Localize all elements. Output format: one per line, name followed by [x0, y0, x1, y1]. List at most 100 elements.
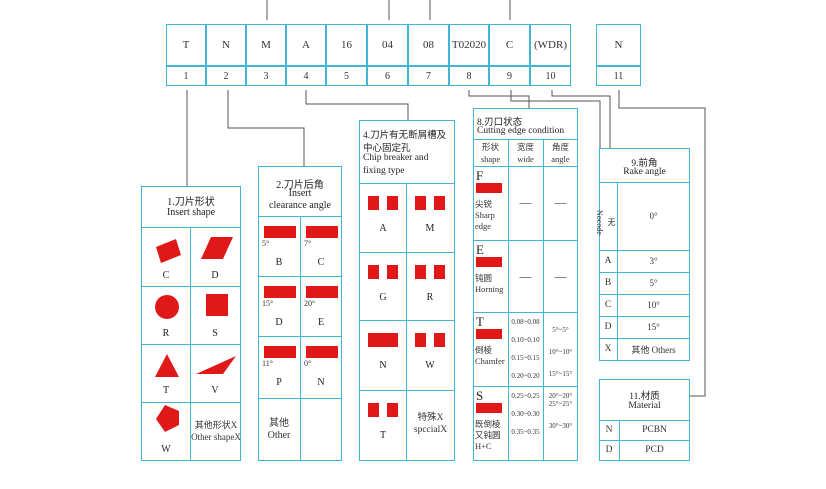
- index-cell-10: 10: [530, 66, 571, 86]
- edge-angle-value: 30°~30°: [548, 422, 573, 430]
- clearance-label-C: C: [317, 257, 325, 268]
- shape-t-label: T: [162, 385, 170, 396]
- shape-c-icon: [156, 239, 181, 263]
- edge-wide-value: 0.30~0.30: [511, 410, 540, 418]
- shape-d-icon: [201, 237, 233, 259]
- clearance-insert-icon: [264, 226, 296, 238]
- chip-label-R: R: [426, 292, 434, 303]
- clearance-label-P: P: [276, 377, 282, 388]
- code-cell-7: 08: [408, 24, 449, 66]
- clearance-angle-C: 7°: [304, 239, 312, 248]
- edge-wide-E: —: [519, 269, 532, 283]
- clearance-insert-icon: [306, 346, 338, 358]
- chip-insert-icon: [368, 333, 398, 347]
- code-cell-8: T02020: [449, 24, 489, 66]
- edge-angle-F: —: [554, 195, 567, 209]
- clearance-insert-icon: [264, 286, 296, 298]
- edge-angle-value: 5°~5°: [552, 326, 569, 334]
- edge-insert-icon: [476, 329, 502, 339]
- edge-wide-value: 0.35~0.35: [511, 428, 540, 436]
- material-key-1: D: [605, 445, 613, 455]
- index-cell-9: 9: [489, 66, 530, 86]
- edge-cn-F: 尖锐: [475, 199, 493, 209]
- insert-shape-panel: [141, 186, 241, 461]
- clearance-angle-P: 11°: [262, 359, 273, 368]
- rake-val-2: 5°: [649, 278, 658, 288]
- code-cell-3: M: [246, 24, 286, 66]
- clearance-angle-E: 20°: [304, 299, 316, 308]
- edge-angle-value: 25°~25°: [548, 400, 573, 408]
- rake-key-5: X: [604, 344, 612, 354]
- chip-label-W: W: [425, 360, 435, 371]
- code-cell-1: T: [166, 24, 206, 66]
- index-cell-1: 1: [166, 66, 206, 86]
- rake-val-0: 0°: [649, 211, 658, 221]
- chip-title-en1: Chip breaker and: [363, 153, 429, 163]
- shape-t-icon: [155, 354, 179, 377]
- edge-letter-E: E: [476, 242, 484, 257]
- code-cell-9: C: [489, 24, 530, 66]
- shape-r-icon: [155, 295, 179, 319]
- rake-val-5: 其他 Others: [631, 344, 676, 355]
- material-title-cn: 11.材质: [629, 392, 660, 402]
- rake-val-3: 10°: [647, 300, 660, 310]
- cutting-edge-title-cn: 8.刃口状态: [477, 118, 523, 128]
- code-cell-4: A: [286, 24, 326, 66]
- edge-wide-value: 0.20~0.20: [511, 372, 540, 380]
- rake-val-1: 3°: [649, 256, 658, 266]
- clearance-insert-icon: [306, 286, 338, 298]
- index-cell-4: 4: [286, 66, 326, 86]
- edge-en2-F: edge: [475, 221, 492, 231]
- index-cell-11: 11: [596, 66, 641, 86]
- chip-special-label: 特殊X spccialX: [413, 413, 448, 435]
- shape-other-label: 其他形状X Other shapeX: [191, 420, 241, 442]
- cutting-edge-title-en: Cutting edge condition: [477, 126, 565, 136]
- chip-hole-icon: [426, 196, 434, 210]
- shape-v-icon: [196, 356, 236, 374]
- rake-key-2: B: [604, 278, 612, 288]
- rake-title-cn: 9.前角: [631, 159, 658, 169]
- shape-v-label: V: [211, 385, 219, 396]
- index-cell-3: 3: [246, 66, 286, 86]
- edge-insert-icon: [476, 403, 502, 413]
- index-cell-7: 7: [408, 66, 449, 86]
- material-title-en: Material: [628, 401, 661, 411]
- clearance-angle-B: 5°: [262, 239, 270, 248]
- insert-shape-title-cn: 1.刀片形状: [167, 197, 215, 208]
- edge-angle-value: 20°~20°: [548, 392, 573, 400]
- chip-hole-icon: [379, 403, 387, 417]
- edge-en1-F: Sharp: [475, 210, 495, 220]
- rake-key-1: A: [604, 256, 612, 266]
- shape-s-icon: [206, 294, 228, 316]
- material-val-0: PCBN: [642, 425, 667, 435]
- rake-key-0: 无 Nocode: [595, 209, 616, 235]
- edge-wide-F: —: [519, 195, 532, 209]
- shape-d-label: D: [211, 270, 219, 281]
- edge-letter-S: S: [476, 388, 484, 403]
- rake-key-4: D: [604, 322, 612, 332]
- edge-wide-value: 0.25~0.25: [511, 392, 540, 400]
- edge-angle-value: 10°~10°: [548, 348, 573, 356]
- index-cell-2: 2: [206, 66, 246, 86]
- shape-r-label: R: [162, 328, 170, 339]
- edge-insert-icon: [476, 183, 502, 193]
- chip-title-cn1: 4.刀片有无断屑槽及: [363, 131, 447, 141]
- rake-val-4: 15°: [647, 322, 660, 332]
- index-cell-5: 5: [326, 66, 367, 86]
- index-cell-8: 8: [449, 66, 489, 86]
- insert-shapes: [155, 237, 236, 432]
- code-cell-10: (WDR): [530, 24, 571, 66]
- edge-en1-S: 又钝圆: [475, 430, 501, 440]
- chip-hole-icon: [379, 196, 387, 210]
- shape-w-icon: [156, 405, 179, 432]
- chip-title-cn2: 中心固定孔: [363, 144, 411, 154]
- clearance-title-cn: 2.刀片后角: [276, 180, 324, 191]
- shape-c-label: C: [162, 270, 170, 281]
- edge-angle-E: —: [554, 269, 567, 283]
- shape-s-label: S: [212, 328, 218, 339]
- edge-letter-T: T: [476, 314, 484, 329]
- insert-shape-title-en: Insert shape: [166, 207, 216, 218]
